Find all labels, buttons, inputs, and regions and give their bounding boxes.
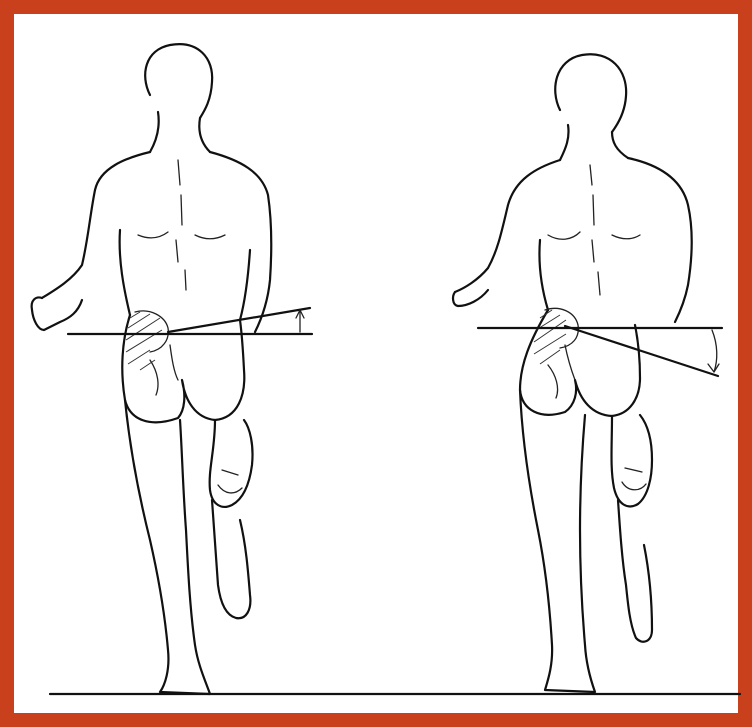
left-figure-spine (138, 160, 225, 290)
left-figure (32, 44, 312, 694)
right-figure-standing-leg (520, 390, 595, 692)
left-pelvic-tilt-line (168, 308, 310, 332)
right-figure-neck (560, 125, 628, 160)
left-figure-hip-hatching (126, 312, 162, 370)
left-figure-torso (42, 152, 271, 332)
right-tilt-angle-arc (712, 330, 717, 372)
right-figure-spine (548, 165, 640, 295)
left-figure-neck (150, 112, 210, 152)
left-figure-standing-leg (125, 400, 210, 694)
left-figure-swing-leg (210, 420, 253, 618)
right-figure-arm (453, 290, 488, 306)
right-figure-knee-detail (622, 468, 646, 490)
left-figure-head (145, 44, 212, 118)
right-figure-torso (455, 158, 692, 322)
right-tilt-arrowhead (708, 364, 719, 372)
right-pelvic-tilt-line (565, 326, 718, 376)
left-figure-knee-detail (218, 470, 242, 493)
right-figure-head (555, 54, 626, 132)
left-figure-arm (32, 298, 82, 331)
right-figure-swing-leg (612, 415, 653, 642)
right-figure (453, 54, 722, 692)
left-figure-pelvis-detail (135, 311, 178, 395)
right-figure-hip-hatching (534, 310, 566, 364)
right-figure-buttocks (520, 310, 640, 416)
